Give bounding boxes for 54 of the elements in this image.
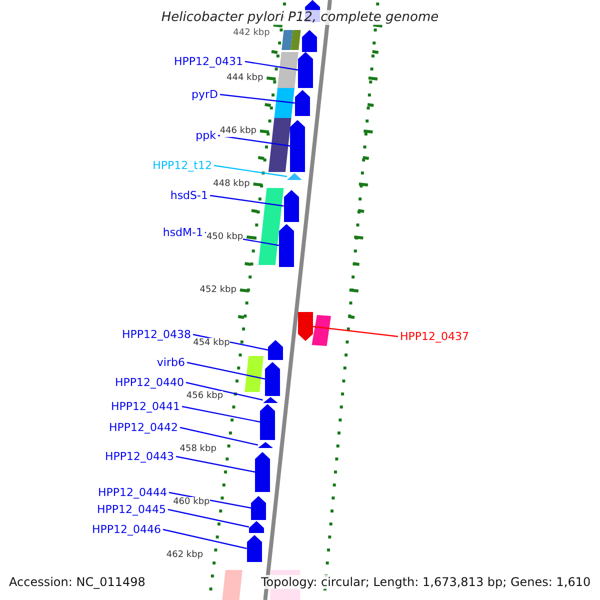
gene-feature bbox=[286, 173, 302, 180]
ruler-tick-label: 452 kbp bbox=[200, 285, 236, 296]
ruler-tick-label: 460 kbp bbox=[173, 497, 210, 508]
gene-feature bbox=[302, 30, 317, 52]
leader-line bbox=[180, 426, 258, 446]
gene-feature bbox=[268, 340, 284, 360]
gene-label: HPP12_t12 bbox=[152, 159, 212, 172]
leader-line bbox=[244, 60, 299, 71]
leader-line bbox=[220, 94, 295, 104]
gene-label: HPP12_0443 bbox=[104, 450, 174, 463]
ruler-tick-label: 444 kbp bbox=[226, 73, 264, 84]
gene-feature bbox=[290, 120, 306, 172]
leader-line bbox=[210, 194, 284, 207]
gene-feature bbox=[246, 535, 262, 562]
gene-label: hsdS-1 bbox=[170, 189, 208, 202]
gene-label: HPP12_0446 bbox=[92, 523, 161, 536]
leader-line bbox=[168, 508, 250, 528]
gene-feature bbox=[298, 52, 314, 88]
gene-label: HPP12_0438 bbox=[122, 328, 191, 341]
gene-label: HPP12_0442 bbox=[108, 421, 178, 434]
gene-label: HPP12_0440 bbox=[114, 376, 184, 389]
accession-note: Accession: NC_011498 bbox=[9, 575, 146, 589]
ruler-tick-label: 442 kbp bbox=[233, 28, 270, 39]
gene-label: HPP12_0445 bbox=[96, 503, 166, 516]
leader-line bbox=[182, 406, 261, 423]
ruler-tick-label: 448 kbp bbox=[213, 179, 250, 190]
ruler-tick-label: 446 kbp bbox=[220, 126, 256, 137]
leader-line bbox=[186, 362, 266, 380]
gene-label: HPP12_0441 bbox=[110, 400, 180, 413]
leader-line bbox=[312, 326, 398, 338]
gene-label: hsdM-1 bbox=[162, 226, 203, 239]
gene-label: pyrD bbox=[192, 88, 218, 101]
leader-line bbox=[176, 456, 256, 473]
ruler-tick-label: 458 kbp bbox=[180, 444, 216, 455]
gene-feature bbox=[258, 442, 273, 448]
gene-feature bbox=[255, 452, 270, 492]
leader-line bbox=[218, 134, 290, 147]
gene-feature bbox=[294, 90, 310, 116]
leader-line bbox=[162, 528, 247, 550]
ruler-tick-label: 450 kbp bbox=[206, 232, 244, 243]
ruler-tick-label: 456 kbp bbox=[186, 391, 224, 402]
gene-label: HPP12_0431 bbox=[174, 55, 243, 68]
gene-label: HPP12_0444 bbox=[98, 486, 167, 499]
gene-feature bbox=[279, 224, 294, 267]
gene-label: ppk bbox=[196, 129, 216, 142]
gene-label: virb6 bbox=[156, 356, 185, 369]
genome-summary-note: Topology: circular; Length: 1,673,813 bp; Genes: 1,610 bbox=[261, 575, 591, 589]
leader-line bbox=[214, 164, 288, 178]
ruler-tick-label: 454 kbp bbox=[193, 338, 230, 349]
gene-feature bbox=[298, 312, 313, 341]
gene-label: HPP12_0437 bbox=[400, 330, 470, 343]
leader-line bbox=[186, 382, 263, 401]
ruler-tick-label: 462 kbp bbox=[166, 550, 204, 561]
map-title: Helicobacter pylori P12, complete genome bbox=[161, 10, 439, 25]
